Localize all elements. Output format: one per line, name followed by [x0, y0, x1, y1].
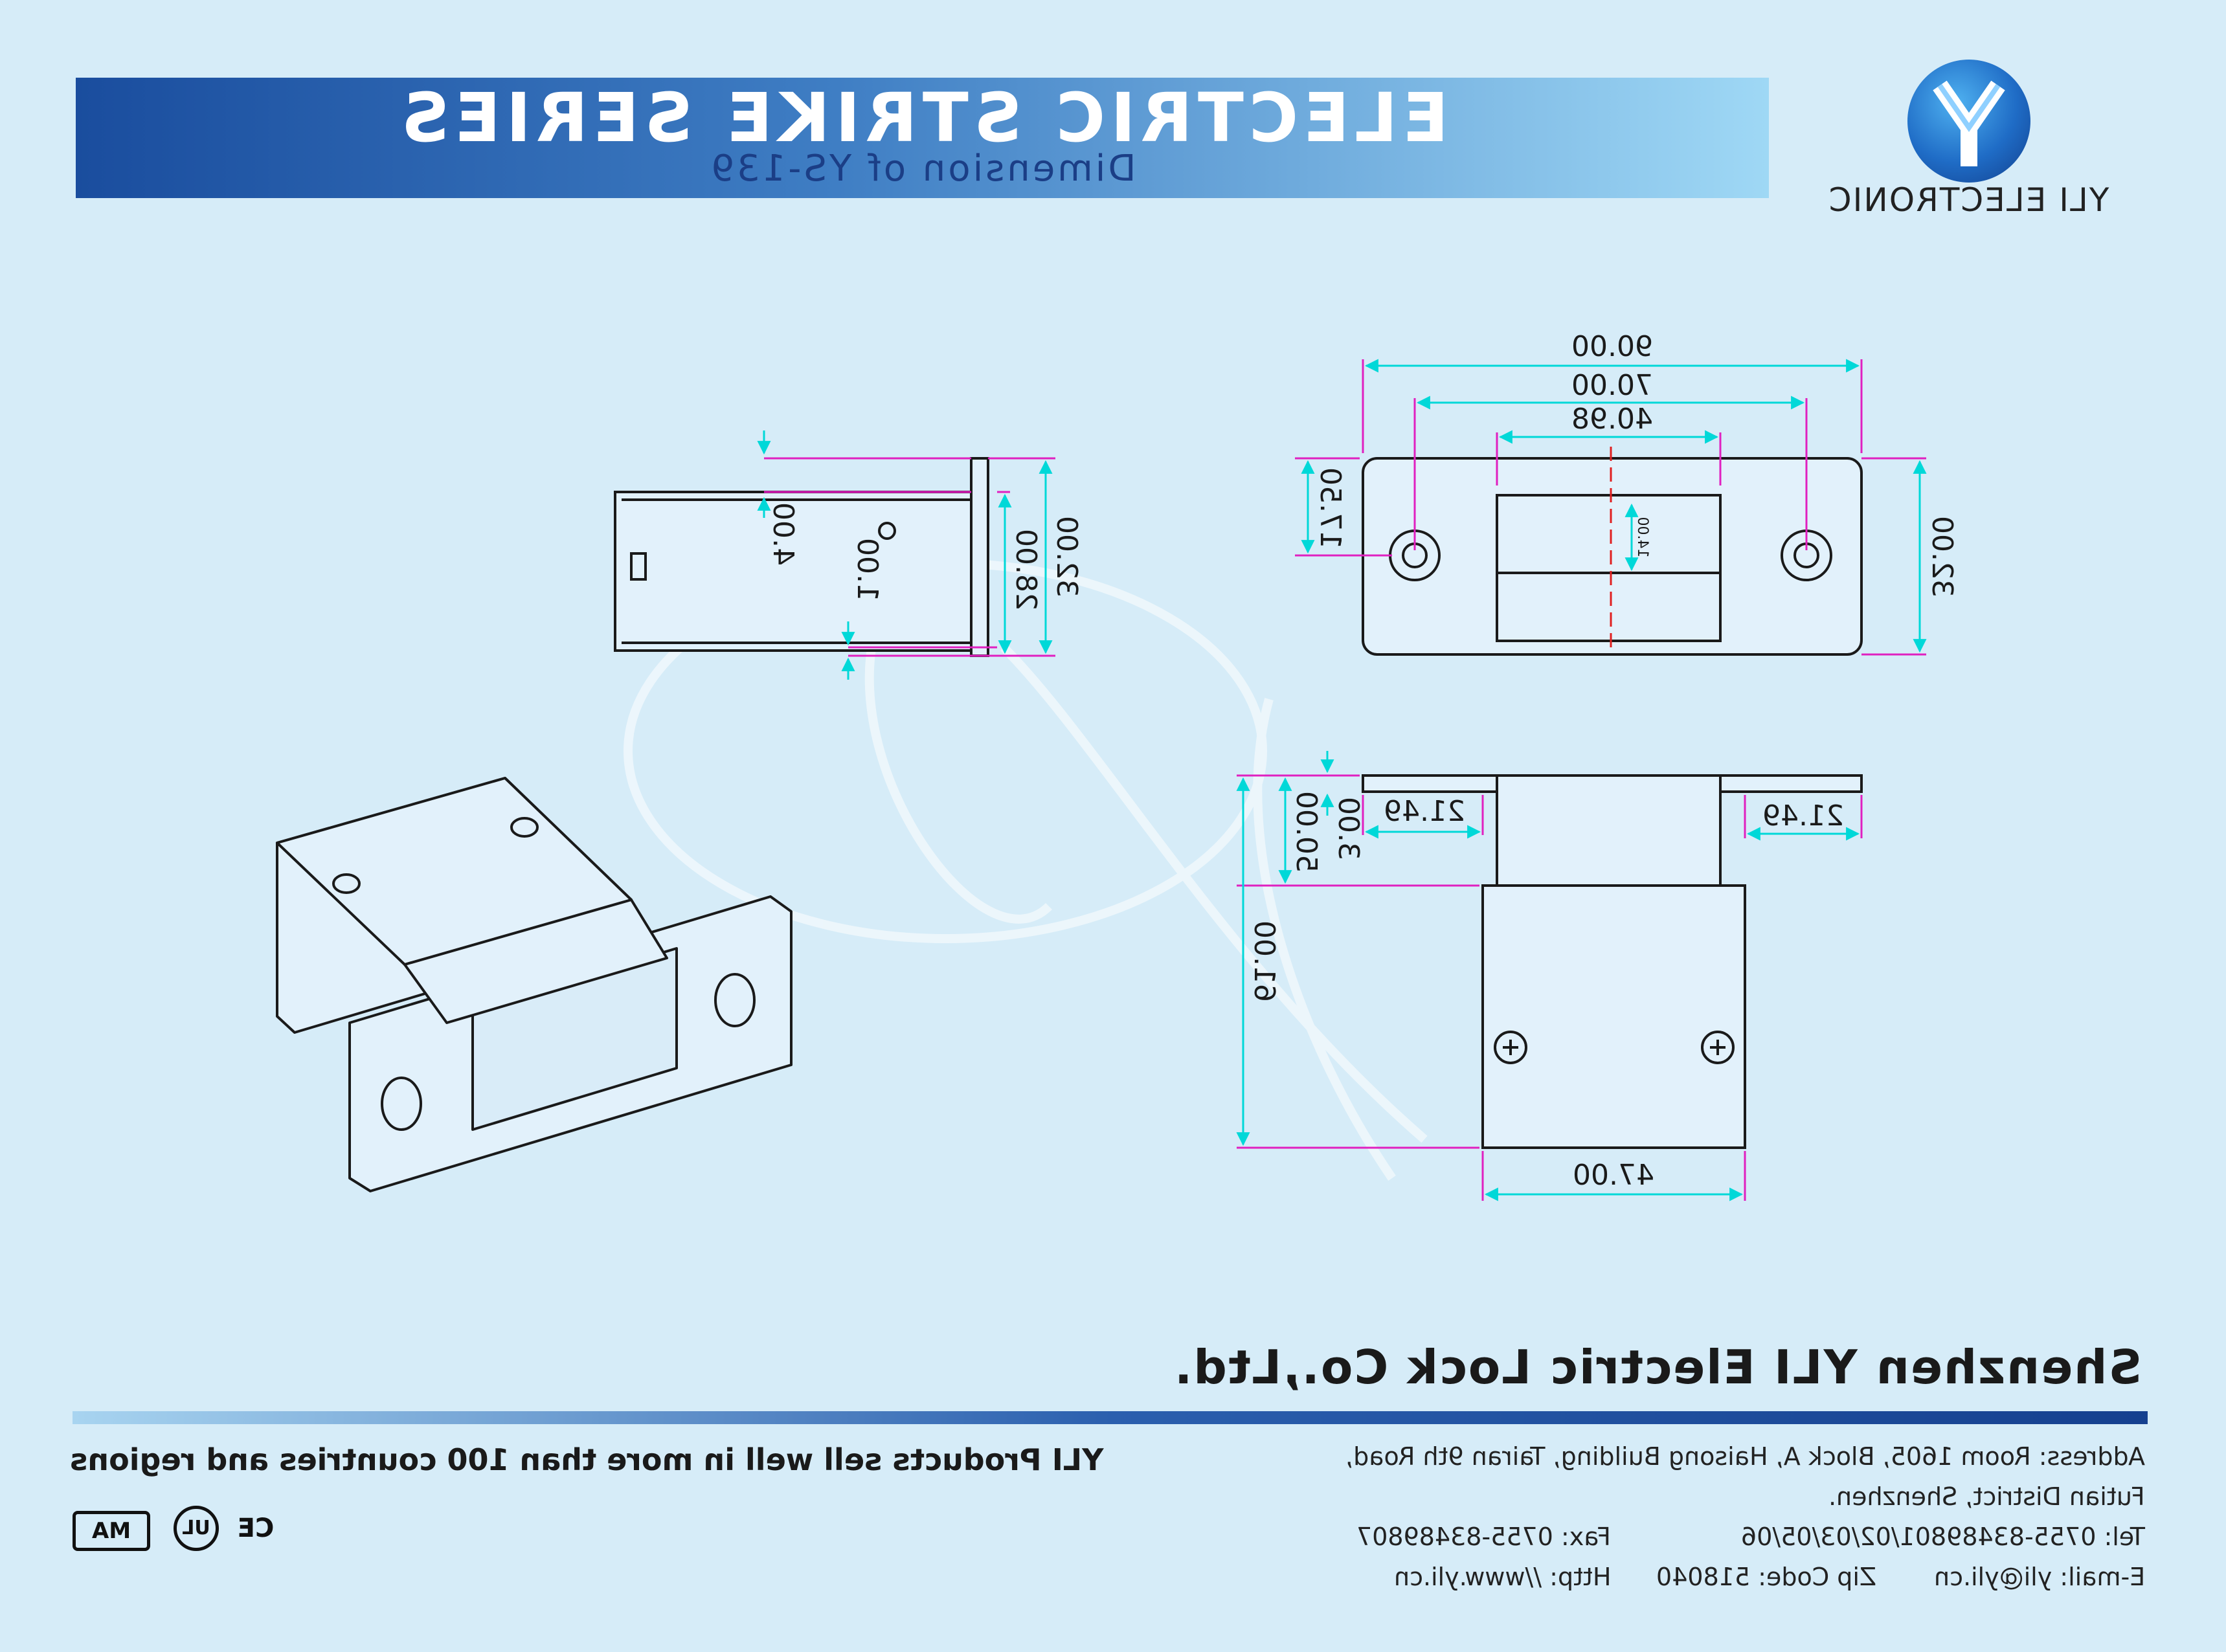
- dim-faceplate-height: 32.00: [1926, 516, 1959, 597]
- dim-lip-height: 50.00: [1290, 791, 1323, 873]
- address-line-2: Futian District, Shenzhen.: [1828, 1482, 2145, 1511]
- front-view: [1362, 457, 1863, 656]
- dim-flange-right: 21.49: [1762, 799, 1844, 832]
- company-name: Shenzhen YLI Electric Lock Co.,Ltd.: [1173, 1340, 2142, 1394]
- ma-mark-icon: MA: [73, 1511, 150, 1551]
- footer-divider: [73, 1411, 2148, 1424]
- dim-body-depth: 61.00: [1248, 921, 1281, 1002]
- dim-flange-left: 21.49: [1384, 795, 1465, 828]
- http-text: Http: //www.yli.cn: [1393, 1563, 1611, 1591]
- isometric-view: [276, 777, 793, 1192]
- fax-text: Fax: 0755-83489807: [1356, 1523, 1611, 1551]
- address-line-1: Address: Room 1605, Block A, Haisong Bui…: [1345, 1442, 2145, 1471]
- dim-overall-width: 90.00: [1571, 330, 1653, 363]
- tel-text: Tel: 0755-83489801/02/03/05/06: [1740, 1523, 2145, 1551]
- side-view: [614, 457, 989, 657]
- dim-opening-width: 40.98: [1571, 403, 1653, 436]
- dim-side-overall: 32.00: [1050, 516, 1083, 597]
- logo-icon: [1907, 60, 2030, 183]
- slogan-text: YLI Products sell well in more than 100 …: [70, 1442, 1104, 1477]
- dim-body-height: 28.00: [1009, 529, 1042, 610]
- bottom-view-dims: [1236, 751, 1863, 1201]
- front-view-dims: [1295, 359, 1927, 656]
- email-text: E-mail: yli@yli.cn: [1933, 1563, 2145, 1591]
- dim-keeper-depth: 14.00: [1634, 517, 1650, 558]
- dim-hole-offset: 17.50: [1314, 467, 1347, 549]
- dim-side-offset: 4.00: [767, 502, 800, 566]
- zip-text: Zip Code: 518040: [1656, 1563, 1876, 1591]
- dim-body-width: 47.00: [1573, 1159, 1654, 1192]
- header-banner: [76, 78, 1769, 198]
- dim-flange-thickness: 3.00: [1332, 797, 1365, 860]
- bottom-view: [1362, 774, 1863, 1149]
- dim-side-gap: 1.00: [851, 538, 884, 601]
- ul-mark-icon: UL: [174, 1506, 219, 1551]
- side-view-dims: [757, 430, 1055, 680]
- ce-mark-icon: CE: [237, 1513, 275, 1543]
- dim-hole-spacing: 70.00: [1571, 369, 1653, 402]
